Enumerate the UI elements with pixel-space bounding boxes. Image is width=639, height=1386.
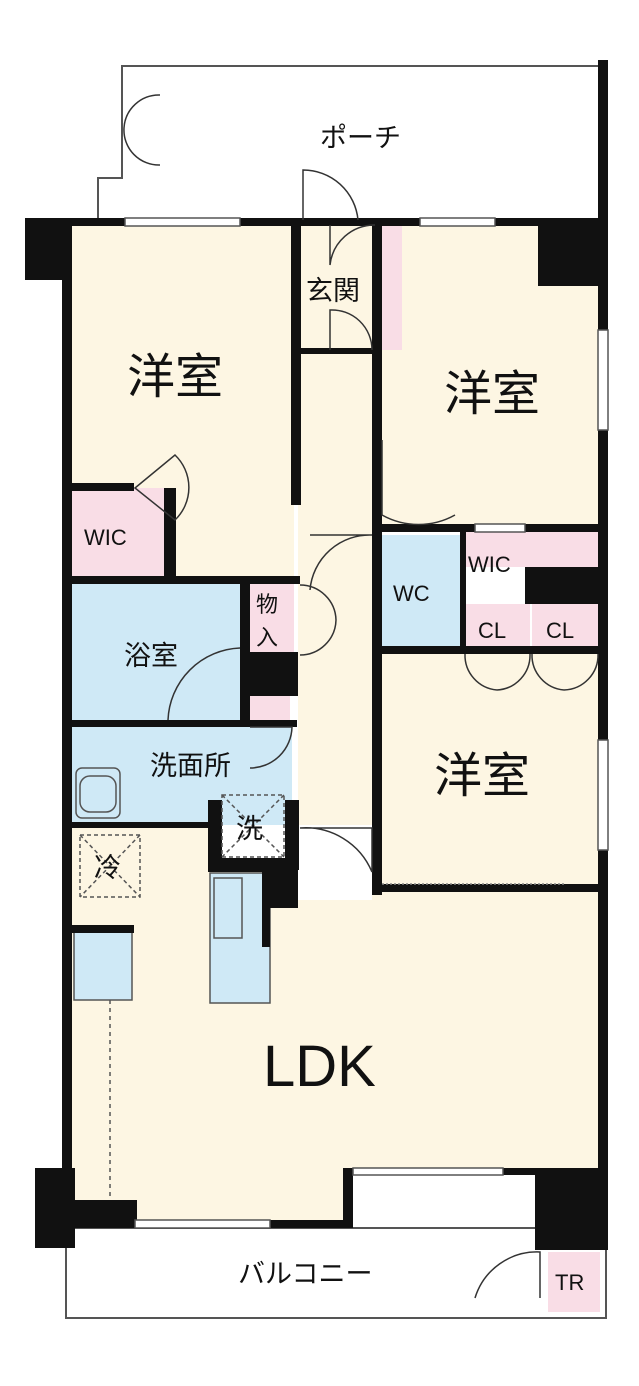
ldk-label: LDK [263, 1034, 376, 1099]
trunk-room-label: TR [555, 1270, 584, 1295]
entrance-shoebox [380, 225, 402, 350]
closet-2-label: CL [546, 618, 574, 643]
closet-1-floor [462, 604, 530, 650]
western-room-2-label: 洋室 [444, 366, 540, 422]
wic-2-floor [462, 532, 600, 567]
closet-2-floor [532, 604, 600, 650]
sink-basin [213, 877, 243, 939]
washer-box [221, 794, 285, 858]
fridge-label: 冷 [94, 853, 121, 884]
wic-1-floor [72, 488, 164, 576]
bathroom-floor [72, 584, 240, 720]
western-room-1-label: 洋室 [127, 349, 223, 405]
trunk-room-floor [548, 1252, 600, 1312]
wic-1-label: WIC [84, 525, 127, 550]
ldk-floor [72, 825, 600, 1220]
washroom-label: 洗面所 [150, 751, 231, 782]
balcony-area [65, 1227, 607, 1319]
porch-area [97, 65, 600, 220]
toilet-floor [382, 535, 460, 647]
fixtures [75, 767, 565, 1200]
room-floors [72, 225, 600, 1312]
porch-label: ポーチ [320, 123, 401, 154]
storage-closet-floor [250, 584, 294, 658]
wic-2-label: WIC [468, 552, 511, 577]
western-room-3-label: 洋室 [434, 748, 530, 804]
washbasin [75, 767, 121, 819]
storage-closet-label-2: 入 [256, 626, 278, 651]
pipe-space [250, 696, 290, 720]
toilet-label: WC [393, 581, 430, 606]
fridge-box [79, 834, 141, 898]
side-counter [73, 929, 133, 1001]
entrance-floor [300, 225, 375, 355]
closet-1-label: CL [478, 618, 506, 643]
storage-closet-label-1: 物 [256, 593, 278, 618]
doors [123, 94, 599, 1299]
washer-label: 洗 [236, 814, 263, 845]
bathroom-label: 浴室 [124, 641, 178, 672]
corridor-floor [298, 355, 374, 825]
windows [124, 217, 609, 1229]
room-labels: ポーチ 玄関 洋室 洋室 洋室 WIC WIC WC CL CL 浴室 物 入 … [84, 123, 584, 1295]
entrance-label: 玄関 [306, 276, 360, 307]
balcony-label: バルコニー [238, 1259, 372, 1290]
